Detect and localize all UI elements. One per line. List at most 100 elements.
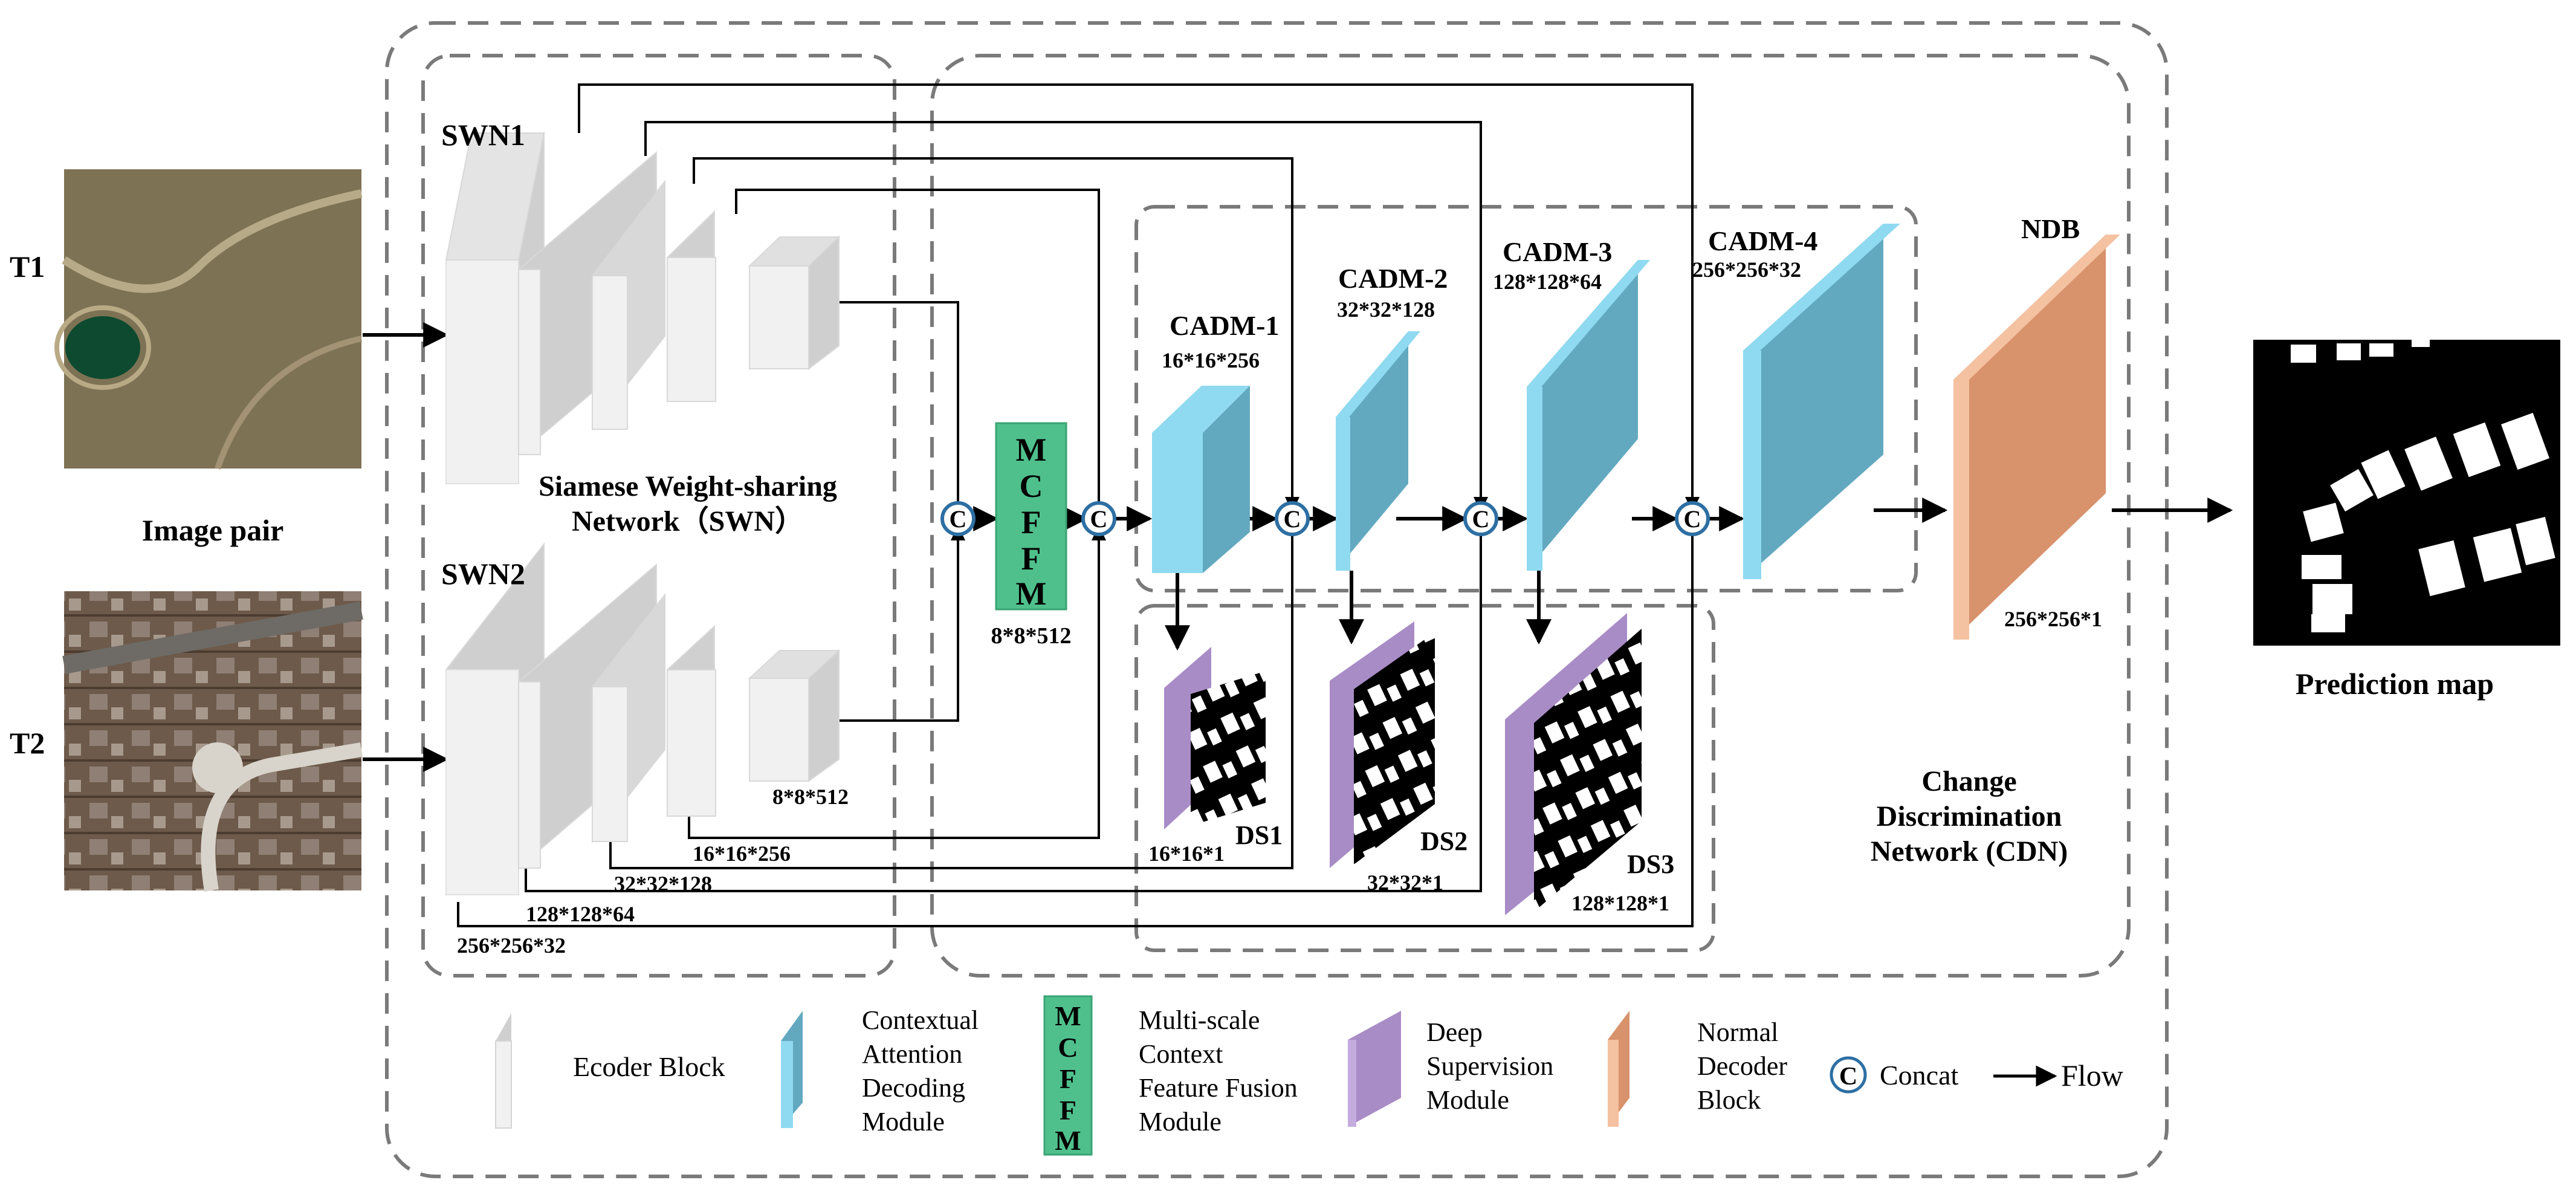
swn1-label: SWN1 <box>441 118 525 152</box>
image-pair-label: Image pair <box>142 513 284 547</box>
cdn-title-line1: Change <box>1921 765 2016 797</box>
legend-mcffm-line: Context <box>1139 1039 1223 1069</box>
legend: Ecoder Block Contextual Attention Decodi… <box>495 995 2123 1156</box>
input-image-t1 <box>54 169 363 470</box>
legend-mcffm-letter: M <box>1055 1125 1081 1156</box>
swn-title-line1: Siamese Weight-sharing <box>539 470 837 502</box>
encoder-block <box>518 563 657 870</box>
ndb-label: NDB <box>2021 213 2080 244</box>
legend-ds-line: Supervision <box>1426 1051 1553 1081</box>
cadm-dim-3: 128*128*64 <box>1493 270 1602 294</box>
ds-dim-3: 128*128*1 <box>1571 891 1669 915</box>
legend-ndb-line: Normal <box>1697 1017 1778 1047</box>
encoder-block <box>445 542 545 897</box>
legend-mcffm-letter: F <box>1060 1095 1076 1126</box>
cadm-block-1 <box>1152 386 1250 573</box>
mcffm-letter: F <box>1021 540 1041 577</box>
encoder-block <box>748 649 841 782</box>
concat-symbol: C <box>1284 505 1301 533</box>
cadm-dim-4: 256*256*32 <box>1692 258 1801 282</box>
concat-node: C <box>940 501 976 536</box>
mcffm-block: M C F F M <box>995 422 1067 612</box>
legend-ds: Deep Supervision Module <box>1348 1011 1553 1127</box>
cdn-region <box>930 54 2131 978</box>
swn-dim-4: 16*16*256 <box>693 841 791 866</box>
legend-ds-line: Module <box>1426 1085 1509 1115</box>
cadm-block-2 <box>1336 331 1420 571</box>
ds-dim-2: 32*32*1 <box>1367 871 1443 895</box>
cadm-label-4: CADM-4 <box>1708 225 1817 256</box>
mcffm-letter: C <box>1020 468 1043 504</box>
concat-symbol: C <box>1839 1063 1857 1091</box>
legend-ds-line: Deep <box>1426 1017 1483 1047</box>
prediction-map <box>2253 339 2560 646</box>
legend-concat-label: Concat <box>1880 1060 1959 1091</box>
cdn-title-line3: Network (CDN) <box>1871 835 2068 867</box>
legend-cadm-line: Attention <box>862 1039 962 1069</box>
swn2-label: SWN2 <box>441 557 525 591</box>
ds-dim-1: 16*16*1 <box>1148 841 1225 866</box>
legend-encoder: Ecoder Block <box>495 1013 725 1129</box>
encoder-block <box>667 624 716 818</box>
cadm-label-3: CADM-3 <box>1503 236 1612 267</box>
ndb-block <box>1953 235 2120 640</box>
swn2-encoder-blocks <box>445 542 841 897</box>
ds-label-1: DS1 <box>1235 820 1283 850</box>
cadm-dim-2: 32*32*128 <box>1337 297 1435 322</box>
skip-connections <box>457 83 1694 927</box>
legend-encoder-label: Ecoder Block <box>573 1051 725 1082</box>
legend-mcffm-letter: M <box>1055 1000 1081 1031</box>
legend-ndb-line: Decoder <box>1697 1051 1787 1081</box>
mcffm-letter: M <box>1016 432 1047 468</box>
t2-label: T2 <box>10 726 45 760</box>
swn-region <box>421 54 896 978</box>
encoder-block <box>592 593 665 843</box>
concat-node: C <box>1463 501 1498 536</box>
cadm-label-2: CADM-2 <box>1338 263 1448 294</box>
input-image-t2 <box>62 591 363 892</box>
concat-symbol: C <box>1472 505 1490 533</box>
encoder-block <box>592 180 665 431</box>
legend-mcffm-line: Module <box>1139 1107 1222 1137</box>
legend-mcffm-line: Feature Fusion <box>1139 1073 1298 1103</box>
legend-flow: Flow <box>1993 1059 2123 1092</box>
legend-ndb: Normal Decoder Block <box>1608 1011 1787 1127</box>
ds-block-2 <box>1330 621 1435 868</box>
legend-mcffm-letter: F <box>1060 1063 1076 1094</box>
legend-cadm: Contextual Attention Decoding Module <box>781 1005 979 1137</box>
legend-ndb-line: Block <box>1697 1085 1761 1115</box>
ds-region <box>1134 604 1715 952</box>
encoder-block <box>667 210 716 403</box>
ds-block-3 <box>1505 613 1642 915</box>
concat-symbol: C <box>1090 505 1108 533</box>
ds-block-1 <box>1164 647 1266 829</box>
encoder-block <box>445 131 545 485</box>
swn-dim-5: 8*8*512 <box>772 785 849 809</box>
swn-title-line2: Network（SWN） <box>572 505 804 537</box>
outer-frame <box>385 21 2169 1178</box>
legend-cadm-line: Decoding <box>862 1073 965 1103</box>
legend-mcffm: M C F F M Multi-scale Context Feature Fu… <box>1043 995 1298 1156</box>
mcffm-letter: M <box>1016 576 1047 612</box>
swn1-encoder-blocks <box>445 131 841 485</box>
legend-cadm-line: Contextual <box>862 1005 979 1035</box>
legend-cadm-line: Module <box>862 1107 945 1137</box>
legend-mcffm-line: Multi-scale <box>1139 1005 1260 1035</box>
cadm-block-4 <box>1743 224 1900 579</box>
encoder-block <box>748 235 841 371</box>
ds-label-3: DS3 <box>1627 849 1674 879</box>
swn-dim-2: 128*128*64 <box>526 902 635 926</box>
cadm-block-3 <box>1527 260 1650 571</box>
concat-symbol: C <box>950 505 967 533</box>
cdn-title-line2: Discrimination <box>1877 800 2062 832</box>
swn-dim-1: 256*256*32 <box>457 933 566 958</box>
prediction-map-label: Prediction map <box>2296 667 2494 701</box>
concat-symbol: C <box>1684 505 1701 533</box>
concat-node: C <box>1275 501 1310 536</box>
ds-label-2: DS2 <box>1420 826 1468 856</box>
mcffm-letter: F <box>1021 504 1041 540</box>
cadm-dim-1: 16*16*256 <box>1162 348 1260 372</box>
cadm-region <box>1134 205 1918 592</box>
t1-label: T1 <box>10 250 45 284</box>
